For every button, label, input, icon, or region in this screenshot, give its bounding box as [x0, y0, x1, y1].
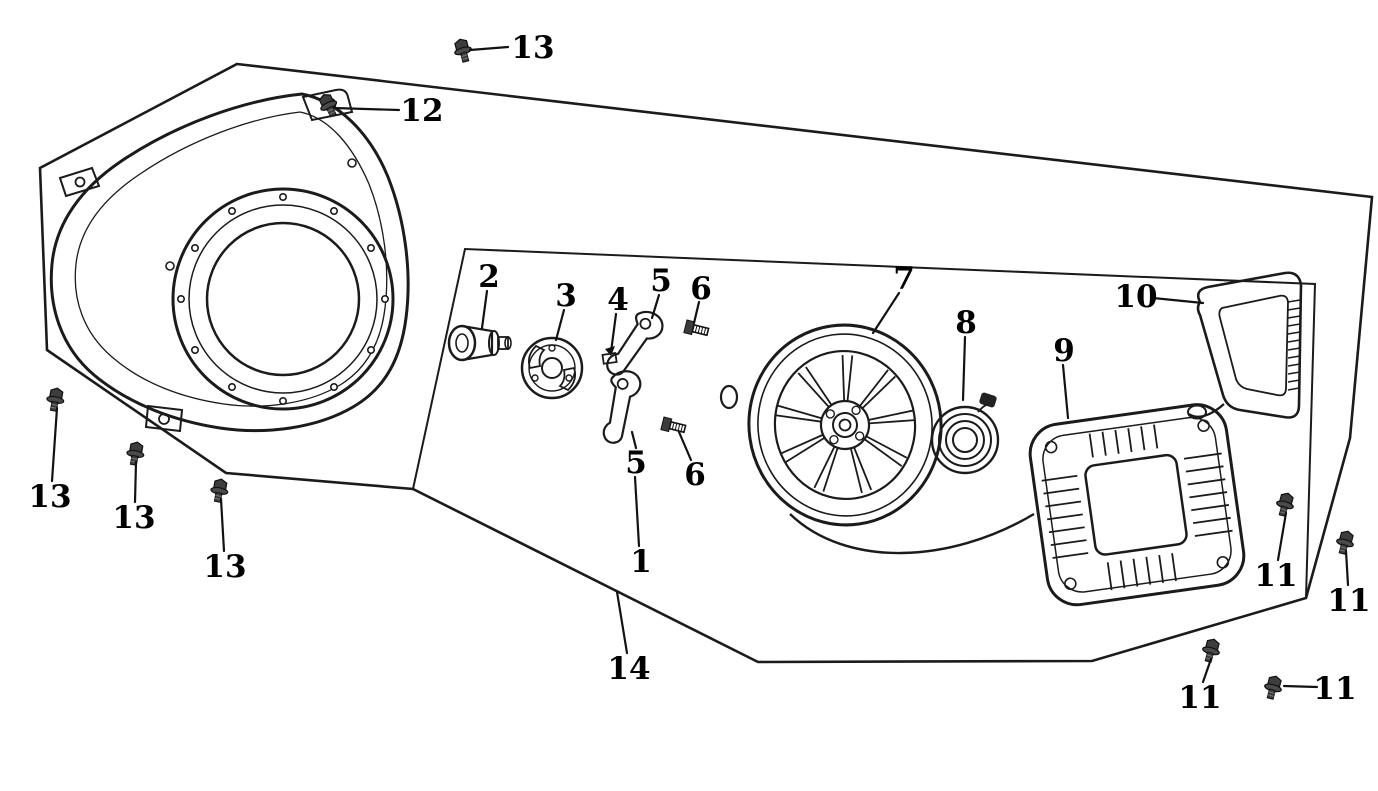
spiral-spring — [930, 392, 1000, 475]
part-label-5-lower: 5 — [625, 445, 647, 481]
part-label-1: 1 — [630, 544, 652, 580]
leader-line — [1201, 657, 1213, 684]
part-label-10: 10 — [1114, 279, 1157, 315]
leader-line — [871, 291, 901, 335]
leader-line — [633, 475, 641, 548]
rope-guide — [1187, 404, 1207, 420]
part-label-3: 3 — [555, 278, 577, 314]
part-label-14: 14 — [607, 651, 650, 687]
leader-line — [1344, 549, 1350, 587]
part-label-11-b: 11 — [1327, 583, 1370, 619]
leader-line — [133, 460, 138, 504]
part-label-4: 4 — [607, 282, 629, 318]
part-label-13-b: 13 — [112, 500, 155, 536]
leader-line — [961, 335, 967, 402]
assembly-outline — [38, 62, 1374, 664]
leader-line — [650, 293, 661, 320]
part-label-8: 8 — [955, 305, 977, 341]
leader-line — [219, 497, 226, 553]
leader-line — [50, 406, 59, 483]
part-label-2: 2 — [478, 259, 500, 295]
ratchet-plate — [520, 336, 584, 400]
part-label-12: 12 — [400, 93, 443, 129]
circlip — [719, 384, 739, 410]
leader-line — [332, 106, 401, 112]
arm-bolt-lower — [660, 416, 688, 436]
part-label-13-top: 13 — [511, 30, 554, 66]
leader-line — [677, 430, 693, 462]
part-label-13-a: 13 — [28, 479, 71, 515]
arm-bolt-upper — [683, 319, 711, 339]
part-labels: 13 12 2 3 4 5 6 7 8 9 10 5 6 1 13 13 13 … — [28, 30, 1370, 716]
leader-line — [1282, 684, 1319, 689]
part-label-6-upper: 6 — [690, 271, 712, 307]
handle-rope — [1188, 403, 1225, 418]
starter-cup — [447, 324, 512, 362]
fan-cover — [49, 88, 410, 433]
leader-line — [554, 308, 566, 342]
leader-line — [630, 430, 638, 450]
flange-bolt-13-a — [44, 386, 67, 413]
leader-line — [615, 590, 629, 655]
part-label-13-c: 13 — [203, 549, 246, 585]
friction-arm-lower — [596, 368, 648, 445]
recoil-starter-case — [1028, 403, 1246, 607]
leader-lines — [50, 45, 1350, 689]
flange-bolt-11-d — [1261, 673, 1285, 702]
part-label-11-d: 11 — [1313, 671, 1356, 707]
leader-line — [609, 312, 618, 354]
fan-cover-bolt-holes — [177, 193, 389, 405]
leader-line — [1151, 296, 1205, 305]
leader-line — [1276, 511, 1288, 562]
part-label-11-c: 11 — [1178, 680, 1221, 716]
part-label-7: 7 — [893, 261, 915, 297]
starter-handle — [1196, 271, 1303, 419]
part-label-11-a: 11 — [1254, 558, 1297, 594]
leader-line — [692, 300, 701, 325]
part-label-5-upper: 5 — [650, 263, 672, 299]
starter-pulley — [747, 323, 943, 527]
inner-panel-outline — [412, 247, 1317, 599]
leader-line — [480, 289, 489, 330]
starter-rope — [789, 512, 1035, 555]
flange-bolt-13-c — [208, 477, 231, 504]
part-label-6-lower: 6 — [684, 457, 706, 493]
leader-line — [1061, 363, 1070, 420]
leader-line — [468, 45, 510, 52]
part-label-9: 9 — [1053, 333, 1075, 369]
